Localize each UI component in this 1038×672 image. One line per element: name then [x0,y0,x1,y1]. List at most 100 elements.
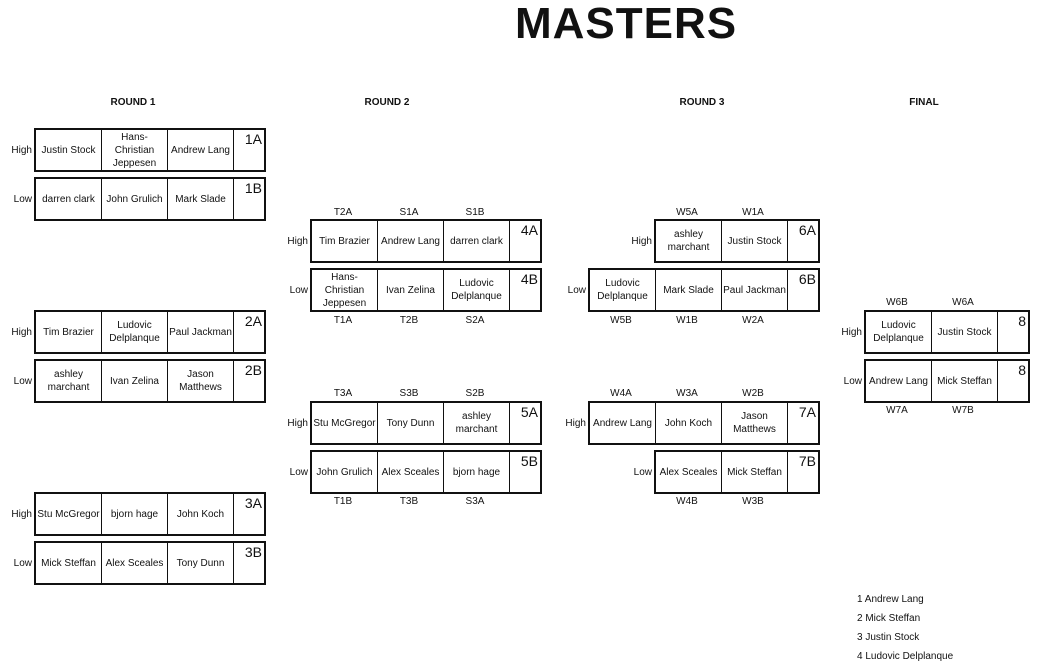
match-box: Tim Brazier Andrew Lang darren clark 4A [310,219,542,263]
seed-code: T1B [333,496,353,507]
match-label: 7A [798,404,816,420]
seed-code: T3A [333,388,353,399]
player-cell: Hans-Christian Jeppesen [102,130,168,170]
round-2-heading: ROUND 2 [364,97,410,108]
match-box: Tim Brazier Ludovic Delplanque Paul Jack… [34,310,266,354]
match-box: Andrew Lang John Koch Jason Matthews 7A [588,401,820,445]
seed-code: W3A [676,388,698,399]
seed-codes-6A: W5A W1A [654,207,786,218]
match-box: ashley marchant Justin Stock 6A [654,219,820,263]
side-label: High [287,417,308,429]
side-label: High [287,235,308,247]
seed-code: W6B [886,297,908,308]
standing-3: 3 Justin Stock [857,632,920,643]
seed-code: S2A [465,315,485,326]
match-box: Ludovic Delplanque Justin Stock 8 [864,310,1030,354]
player-cell: Ivan Zelina [102,361,168,401]
seed-code: W2A [742,315,764,326]
match-box: Andrew Lang Mick Steffan 8 [864,359,1030,403]
seed-codes-8B: W7A W7B [864,405,996,416]
player-cell: Hans-Christian Jeppesen [312,270,378,310]
standing-2: 2 Mick Steffan [857,613,921,624]
side-label: High [565,417,586,429]
match-label: 1B [244,180,262,196]
seed-code: T2B [399,315,419,326]
final-match-high: High Ludovic Delplanque Justin Stock 8 [834,310,1030,354]
player-cell: Justin Stock [722,221,788,261]
match-3A: High Stu McGregor bjorn hage John Koch 3… [4,492,266,536]
player-cell: Ludovic Delplanque [590,270,656,310]
match-label: 3B [244,544,262,560]
player-cell: Paul Jackman [722,270,788,310]
seed-code: W6A [952,297,974,308]
side-label: High [11,144,32,156]
player-cell: Ludovic Delplanque [866,312,932,352]
match-label: 6A [798,222,816,238]
round-3-heading: ROUND 3 [679,97,725,108]
player-cell: Tony Dunn [168,543,234,583]
match-box: Stu McGregor Tony Dunn ashley marchant 5… [310,401,542,445]
seed-codes-7B: W4B W3B [654,496,786,507]
final-match-low: Low Andrew Lang Mick Steffan 8 [834,359,1030,403]
side-label: High [841,326,862,338]
side-label: Low [567,284,586,296]
seed-code: W7A [886,405,908,416]
side-label: Low [289,466,308,478]
player-cell: Alex Sceales [656,452,722,492]
match-3B: Low Mick Steffan Alex Sceales Tony Dunn … [4,541,266,585]
match-1A: High Justin Stock Hans-Christian Jeppese… [4,128,266,172]
match-5A: High Stu McGregor Tony Dunn ashley march… [280,401,542,445]
match-5B: Low John Grulich Alex Sceales bjorn hage… [280,450,542,494]
player-cell: Stu McGregor [36,494,102,534]
match-box: Mick Steffan Alex Sceales Tony Dunn 3B [34,541,266,585]
page-title: MASTERS [515,0,738,48]
side-label: High [11,508,32,520]
player-cell: Jason Matthews [168,361,234,401]
match-label: 4A [520,222,538,238]
match-label: 1A [244,131,262,147]
side-label: High [631,235,652,247]
seed-code: T3B [399,496,419,507]
player-cell: Stu McGregor [312,403,378,443]
seed-code: S1B [465,207,485,218]
player-cell: bjorn hage [444,452,510,492]
player-cell: Tony Dunn [378,403,444,443]
seed-code: T2A [333,207,353,218]
match-label: 2A [244,313,262,329]
side-label: Low [13,557,32,569]
player-cell: Ivan Zelina [378,270,444,310]
player-cell: Mark Slade [168,179,234,219]
side-label: Low [13,193,32,205]
match-1B: Low darren clark John Grulich Mark Slade… [4,177,266,221]
match-6B: Low Ludovic Delplanque Mark Slade Paul J… [558,268,820,312]
match-box: John Grulich Alex Sceales bjorn hage 5B [310,450,542,494]
seed-codes-6B: W5B W1B W2A [588,315,786,326]
player-cell: Alex Sceales [378,452,444,492]
seed-code: S1A [399,207,419,218]
player-cell: Mark Slade [656,270,722,310]
match-box: Alex Sceales Mick Steffan 7B [654,450,820,494]
player-cell: Jason Matthews [722,403,788,443]
side-label: Low [13,375,32,387]
match-6A: High ashley marchant Justin Stock 6A [624,219,820,263]
match-label: 5B [520,453,538,469]
standing-4: 4 Ludovic Delplanque [857,651,954,662]
seed-code: W3B [742,496,764,507]
player-cell: Paul Jackman [168,312,234,352]
player-cell: Andrew Lang [168,130,234,170]
match-7B: Low Alex Sceales Mick Steffan 7B [624,450,820,494]
match-box: ashley marchant Ivan Zelina Jason Matthe… [34,359,266,403]
player-cell: Tim Brazier [312,221,378,261]
seed-code: W5B [610,315,632,326]
match-box: Ludovic Delplanque Mark Slade Paul Jackm… [588,268,820,312]
player-cell: Andrew Lang [866,361,932,401]
player-cell: ashley marchant [36,361,102,401]
match-label: 5A [520,404,538,420]
player-cell: John Koch [168,494,234,534]
match-label: 8 [1018,313,1026,329]
seed-code: W5A [676,207,698,218]
player-cell: darren clark [36,179,102,219]
player-cell: Justin Stock [932,312,998,352]
player-cell: Andrew Lang [378,221,444,261]
round-1-heading: ROUND 1 [110,97,156,108]
